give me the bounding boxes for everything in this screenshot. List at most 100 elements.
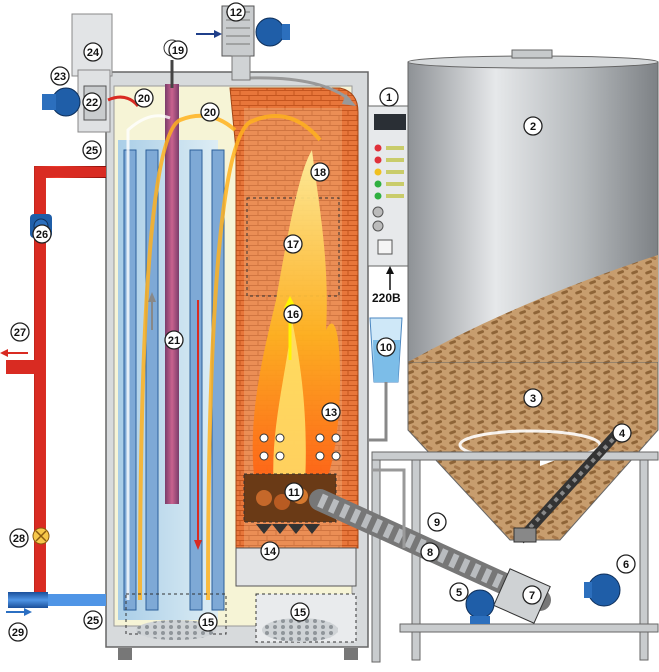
callout-number: 28: [13, 533, 25, 545]
callout-number: 23: [54, 71, 66, 83]
callout-22: 22: [82, 92, 102, 112]
callout-number: 1: [386, 92, 392, 104]
callout-circle: [164, 330, 184, 350]
callout-number: 21: [168, 335, 180, 347]
callout-27: 27: [10, 322, 30, 342]
callout-circle: [616, 554, 636, 574]
callout-number: 18: [314, 167, 326, 179]
callout-circle: [82, 92, 102, 112]
callout-circle: [50, 66, 70, 86]
callout-20: 20: [134, 88, 154, 108]
callout-circle: [321, 402, 341, 422]
callout-number: 3: [530, 393, 536, 405]
hopper-frame: [371, 451, 659, 663]
callout-16: 16: [283, 304, 303, 324]
callout-number: 5: [456, 587, 462, 599]
callout-number: 16: [287, 309, 299, 321]
callout-13: 13: [321, 402, 341, 422]
callout-number: 14: [264, 546, 277, 558]
callout-number: 11: [288, 487, 300, 499]
motor-icon: [465, 589, 495, 619]
callout-26: 26: [32, 224, 52, 244]
callout-number: 20: [138, 93, 150, 105]
callout-number: 19: [172, 45, 184, 57]
callout-circle: [290, 602, 310, 622]
callout-circle: [10, 322, 30, 342]
callout-circle: [260, 541, 280, 561]
callout-circle: [449, 582, 469, 602]
callout-20: 20: [200, 102, 220, 122]
callout-number: 20: [204, 107, 216, 119]
callout-10: 10: [376, 337, 396, 357]
callout-number: 27: [14, 327, 26, 339]
callout-number: 2: [530, 121, 536, 133]
callout-number: 15: [294, 607, 306, 619]
callout-19: 19: [168, 40, 188, 60]
callout-circle: [379, 87, 399, 107]
callout-number: 25: [87, 615, 99, 627]
callout-circle: [168, 40, 188, 60]
callout-number: 12: [230, 7, 242, 19]
flue-gas-arrow: [249, 76, 351, 102]
callout-number: 9: [434, 517, 440, 529]
callout-number: 7: [529, 590, 535, 602]
callout-18: 18: [310, 162, 330, 182]
callout-29: 29: [8, 622, 28, 642]
callout-circle: [523, 388, 543, 408]
callout-markers: 1234567891011121314151516171819202021222…: [8, 2, 636, 642]
callout-28: 28: [9, 528, 29, 548]
callout-number: 22: [86, 97, 98, 109]
callout-15: 15: [290, 602, 310, 622]
motor-icon: [587, 573, 621, 607]
motor-icon: [255, 17, 285, 47]
callout-circle: [200, 102, 220, 122]
callout-number: 4: [619, 428, 626, 440]
callout-7: 7: [522, 585, 542, 605]
callout-circle: [226, 2, 246, 22]
callout-25: 25: [82, 140, 102, 160]
callout-number: 10: [380, 342, 392, 354]
control-panel: [367, 105, 413, 290]
callout-14: 14: [260, 541, 280, 561]
callout-6: 6: [616, 554, 636, 574]
callout-9: 9: [427, 512, 447, 532]
callout-1: 1: [379, 87, 399, 107]
pellet-hopper: [407, 49, 659, 541]
callout-circle: [134, 88, 154, 108]
voltage-label: 220B: [372, 291, 401, 305]
water-reservoir: [368, 317, 403, 442]
callout-number: 17: [287, 239, 299, 251]
callout-number: 13: [325, 407, 337, 419]
callout-number: 26: [36, 229, 48, 241]
callout-circle: [283, 234, 303, 254]
callout-number: 8: [427, 547, 433, 559]
callout-circle: [283, 304, 303, 324]
motor-icon: [51, 87, 81, 117]
callout-circle: [8, 622, 28, 642]
callout-4: 4: [612, 423, 632, 443]
callout-circle: [310, 162, 330, 182]
callout-circle: [83, 42, 103, 62]
callout-circle: [82, 140, 102, 160]
hopper-auger: [513, 426, 624, 544]
callout-11: 11: [284, 482, 304, 502]
boiler-feet: [118, 648, 358, 660]
callout-25: 25: [83, 610, 103, 630]
callout-circle: [522, 585, 542, 605]
callout-number: 29: [12, 627, 24, 639]
hot-water-circuit: [0, 166, 106, 616]
callout-circle: [612, 423, 632, 443]
callout-circle: [420, 542, 440, 562]
callout-8: 8: [420, 542, 440, 562]
callout-circle: [9, 528, 29, 548]
callout-circle: [284, 482, 304, 502]
callout-23: 23: [50, 66, 70, 86]
heat-exchanger-tubes: [123, 84, 322, 611]
callout-21: 21: [164, 330, 184, 350]
callout-number: 15: [202, 617, 214, 629]
callout-number: 6: [623, 559, 629, 571]
callout-circle: [32, 224, 52, 244]
callout-15: 15: [198, 612, 218, 632]
